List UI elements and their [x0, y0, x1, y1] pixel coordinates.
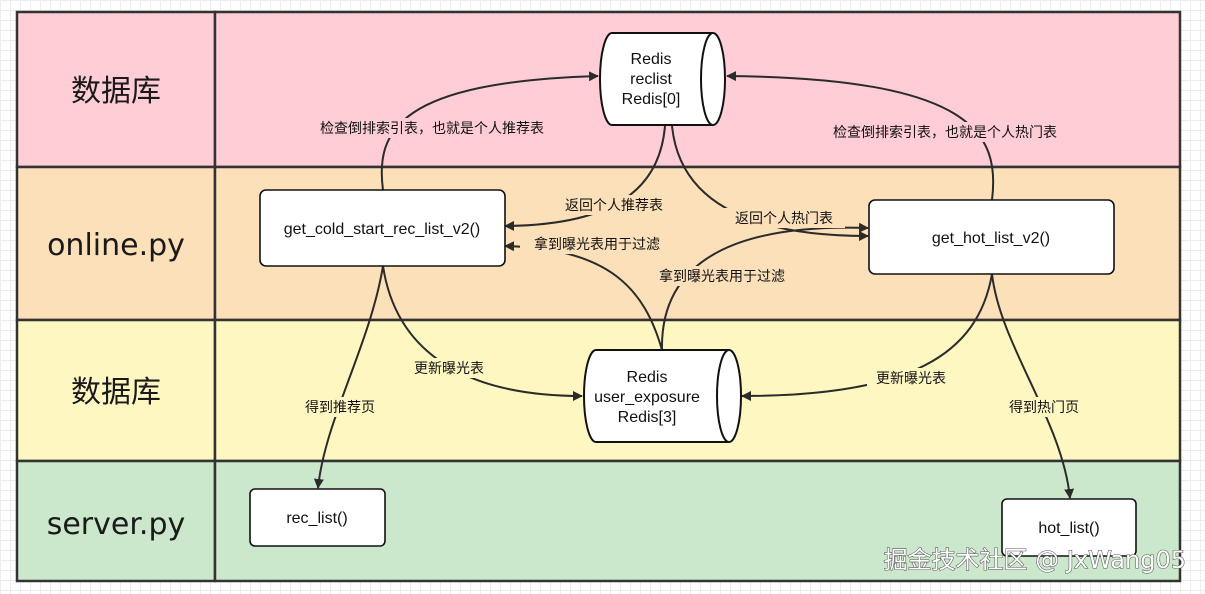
edge-label-update-exposure-left: 更新曝光表: [414, 361, 484, 377]
redis-user-exposure-cap: [716, 349, 730, 443]
node-get-hot-list-label: get_hot_list_v2(): [932, 230, 1050, 247]
label-bg-check-rec: [299, 118, 566, 138]
edge-get-rec-page: [313, 265, 384, 489]
edge-check-hot-inverted-index: [726, 71, 995, 201]
edge-label-get-rec-page: 得到推荐页: [305, 399, 375, 416]
redis-reclist-line-1: Redis: [631, 51, 672, 68]
edge-labels: 检查倒排索引表，也就是个人推荐表 检查倒排索引表，也就是个人热门表 返回个人推荐…: [296, 118, 1090, 417]
edge-get-exposure-filter-right: [660, 222, 869, 351]
edge-label-get-exposure-filter-right: 拿到曝光表用于过滤: [659, 268, 785, 285]
redis-user-exposure-line-3: Redis[3]: [618, 409, 677, 426]
redis-reclist-cap: [700, 32, 714, 126]
lane-online-header: [15, 165, 217, 322]
edge-label-check-rec-inverted-index: 检查倒排索引表，也就是个人推荐表: [320, 120, 544, 137]
label-bg-rec-page: [296, 397, 386, 417]
node-hot-list-label: hot_list(): [1038, 520, 1099, 537]
node-rec-list: rec_list(): [249, 488, 386, 547]
edge-update-exposure-right: [741, 273, 993, 401]
edge-label-get-exposure-filter-left: 拿到曝光表用于过滤: [534, 236, 660, 253]
label-bg-return-rec: [553, 195, 675, 215]
redis-reclist-cylinder: Redis reclist Redis[0]: [599, 32, 726, 126]
node-get-cold-start-rec-list: get_cold_start_rec_list_v2(): [259, 189, 506, 267]
redis-user-exposure-cylinder: Redis user_exposure Redis[3]: [583, 349, 742, 443]
label-bg-hot-page: [1000, 397, 1090, 417]
label-bg-exposure-left: [520, 234, 675, 254]
node-rec-list-label: rec_list(): [286, 510, 347, 527]
lane-database-top-header: [15, 10, 217, 169]
node-hot-list-box: [1001, 498, 1137, 557]
label-bg-return-hot: [723, 208, 845, 228]
node-rec-list-box: [249, 488, 386, 547]
label-bg-update-right: [867, 368, 957, 388]
label-bg-check-hot: [812, 122, 1079, 142]
lane-server-header: [15, 459, 217, 583]
redis-user-exposure-line-2: user_exposure: [594, 389, 700, 406]
lane-server-label: server.py: [47, 507, 186, 542]
edge-label-update-exposure-right: 更新曝光表: [876, 371, 946, 387]
edge-check-rec-inverted-index: [380, 71, 599, 191]
node-get-cold-start-rec-list-label: get_cold_start_rec_list_v2(): [284, 221, 481, 238]
edge-label-check-hot-inverted-index: 检查倒排索引表，也就是个人热门表: [833, 124, 1057, 141]
redis-reclist-line-2: reclist: [630, 71, 672, 88]
edge-label-get-hot-page: 得到热门页: [1009, 399, 1079, 416]
lane-database-top: 数据库: [15, 10, 1182, 169]
edge-label-return-personal-rec: 返回个人推荐表: [565, 198, 663, 214]
redis-reclist-line-3: Redis[0]: [622, 91, 681, 108]
node-hot-list: hot_list(): [1001, 498, 1137, 557]
label-bg-exposure-right: [645, 266, 800, 286]
redis-user-exposure-line-1: Redis: [627, 369, 668, 386]
node-get-hot-list-box: [868, 199, 1115, 275]
lane-database-top-label: 数据库: [71, 74, 161, 109]
node-get-hot-list: get_hot_list_v2(): [868, 199, 1115, 275]
lane-online-label: online.py: [47, 228, 185, 263]
edge-label-return-personal-hot: 返回个人热门表: [735, 211, 833, 227]
edge-get-hot-page: [991, 273, 1075, 499]
label-bg-update-left: [405, 358, 495, 378]
watermark: 掘金技术社区 @ JxWang05: [884, 546, 1186, 574]
lane-database-middle-label: 数据库: [71, 375, 161, 410]
node-get-cold-start-rec-list-box: [259, 189, 506, 267]
